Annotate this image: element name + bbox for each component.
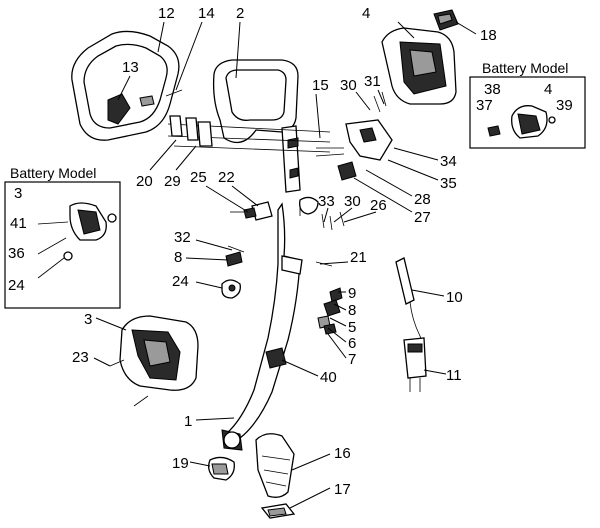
callout-label: 24 (8, 277, 25, 294)
callout-4: 4 (362, 5, 370, 22)
callout-32: 32 (174, 229, 191, 246)
callout-18: 18 (480, 27, 497, 44)
callout-33: 33 (318, 193, 335, 210)
callout-7: 7 (348, 351, 356, 368)
callout-27: 27 (414, 209, 431, 226)
callout-21: 21 (350, 249, 367, 266)
main-tube-part (221, 202, 303, 451)
inset-left-title: Battery Model (10, 165, 96, 181)
upper-handle-assembly (167, 59, 331, 193)
callout-31: 31 (364, 73, 381, 90)
callout-16: 16 (334, 445, 351, 462)
switch-bracket-part (315, 91, 393, 181)
callout-24: 24 (172, 273, 189, 290)
callout-28: 28 (414, 191, 431, 208)
leader-lines (93, 21, 477, 509)
callout-29: 29 (164, 173, 181, 190)
callout-5: 5 (348, 319, 356, 336)
switch-housing-part (230, 201, 273, 221)
callout-17: 17 (334, 481, 351, 498)
callout-1: 1 (184, 413, 192, 430)
inset-battery-model-right: Battery Model 38 4 37 39 (469, 60, 586, 149)
callout-14: 14 (198, 5, 215, 22)
callout-20: 20 (136, 173, 153, 190)
callout-9: 9 (348, 285, 356, 302)
callout-label: 4 (544, 81, 552, 98)
callout-label: 38 (484, 81, 501, 98)
motor-cover-part (381, 9, 459, 105)
callout-13: 13 (122, 59, 139, 76)
callout-label: 41 (10, 215, 27, 232)
callout-34: 34 (440, 153, 457, 170)
callout-15: 15 (312, 77, 329, 94)
callout-label: 36 (8, 245, 25, 262)
handle-bail-assembly (71, 30, 183, 141)
callout-11: 11 (446, 367, 462, 384)
lower-guard-parts (208, 433, 296, 519)
callout-12: 12 (158, 5, 175, 22)
callout-8b: 8 (348, 302, 356, 319)
callout-22: 22 (218, 169, 235, 186)
callout-numbers: 12 14 2 4 18 13 15 30 31 20 29 25 22 34 … (72, 5, 497, 498)
callout-30b: 30 (344, 193, 361, 210)
callout-label: 3 (14, 185, 22, 202)
inset-battery-model-left: Battery Model 3 41 36 24 (4, 165, 121, 309)
callout-10: 10 (446, 289, 463, 306)
power-cord-part (395, 257, 427, 392)
inset-right-title: Battery Model (482, 60, 568, 76)
callout-35: 35 (440, 175, 457, 192)
callout-2: 2 (236, 5, 244, 22)
motor-housing-part (109, 315, 199, 407)
callout-8: 8 (174, 249, 182, 266)
callout-25: 25 (190, 169, 207, 186)
callout-40: 40 (320, 369, 337, 386)
callout-label: 39 (556, 97, 573, 114)
callout-26: 26 (370, 197, 387, 214)
callout-6: 6 (348, 335, 356, 352)
callout-19: 19 (172, 455, 189, 472)
callout-label: 37 (476, 97, 493, 114)
callout-3: 3 (84, 311, 92, 328)
callout-30: 30 (340, 77, 357, 94)
callout-23: 23 (72, 349, 89, 366)
